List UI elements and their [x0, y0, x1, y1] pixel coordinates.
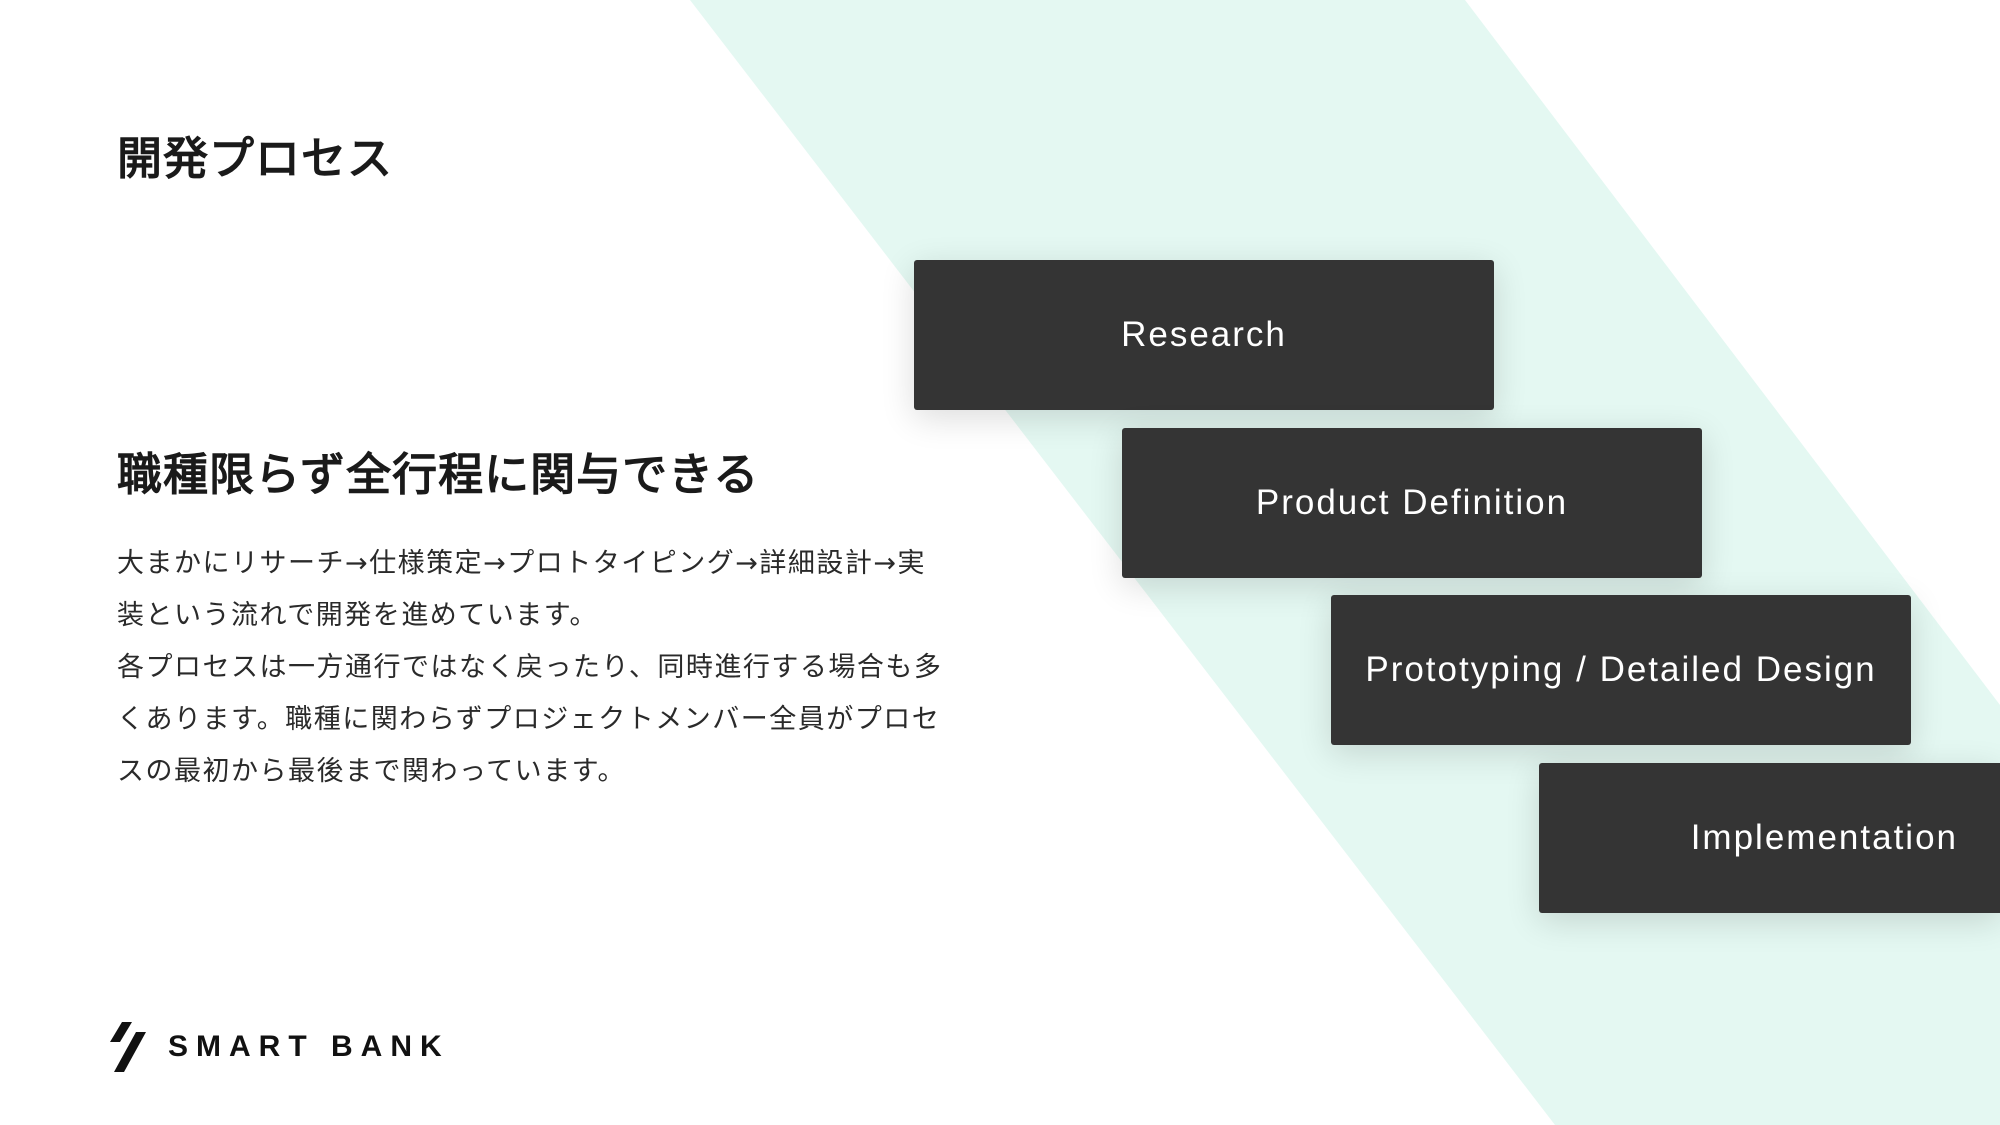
process-step-research: Research — [914, 260, 1494, 410]
process-step-label: Research — [1121, 315, 1287, 354]
smartbank-logo-icon — [110, 1022, 146, 1072]
description-line: 各プロセスは一方通行ではなく戻ったり、同時進行する場合も多 — [117, 652, 943, 683]
page-title: 開発プロセス — [117, 132, 394, 185]
description-text: 大まかにリサーチ→仕様策定→プロトタイピング→詳細設計→実 装という流れで開発を… — [117, 538, 977, 798]
logo-wordmark: SMART BANK — [168, 1030, 450, 1063]
process-step-label: Implementation — [1690, 818, 1958, 857]
process-step-label: Prototyping / Detailed Design — [1365, 650, 1877, 689]
process-step-prototyping: Prototyping / Detailed Design — [1331, 595, 1911, 745]
process-step-implementation: Implementation — [1539, 763, 2000, 913]
process-step-product-definition: Product Definition — [1122, 428, 1702, 578]
description-line: 大まかにリサーチ→仕様策定→プロトタイピング→詳細設計→実 — [117, 548, 926, 579]
section-heading: 職種限らず全行程に関与できる — [117, 448, 760, 501]
description-line: くあります。職種に関わらずプロジェクトメンバー全員がプロセ — [117, 704, 941, 735]
process-step-label: Product Definition — [1255, 483, 1569, 522]
description-line: スの最初から最後まで関わっています。 — [117, 756, 626, 787]
description-line: 装という流れで開発を進めています。 — [117, 600, 598, 631]
smartbank-logo: SMART BANK — [110, 1022, 450, 1072]
